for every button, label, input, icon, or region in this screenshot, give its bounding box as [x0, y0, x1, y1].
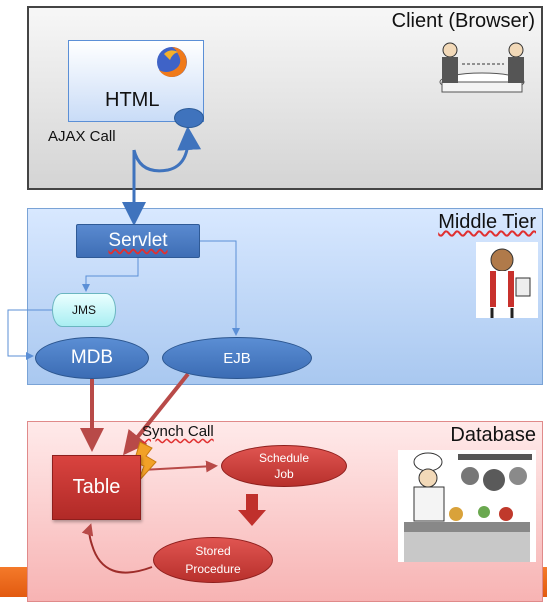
schedule-stored-arrow — [238, 494, 266, 526]
stored-procedure-line2: Procedure — [185, 562, 241, 576]
schedule-job-node: Schedule Job — [221, 445, 347, 487]
mdb-node: MDB — [35, 337, 149, 379]
servlet-label: Servlet — [108, 230, 168, 251]
firefox-icon — [157, 47, 187, 77]
ejb-table-arrow — [123, 372, 190, 456]
table-label: Table — [72, 476, 121, 498]
table-schedule-arrow — [141, 460, 218, 473]
ajax-curve-arrow — [132, 126, 202, 173]
database-tier-title: Database — [450, 424, 536, 446]
schedule-job-line1: Schedule — [258, 451, 310, 465]
chef-kitchen-icon — [398, 450, 536, 562]
ajax-endpoint-dot — [174, 108, 204, 128]
stored-procedure-node: Stored Procedure — [153, 537, 273, 583]
schedule-job-line2: Job — [274, 467, 294, 481]
jms-label: JMS — [72, 303, 96, 317]
jms-queue: JMS — [52, 293, 116, 327]
middle-tier-title: Middle Tier — [438, 211, 536, 233]
ejb-label: EJB — [223, 349, 251, 367]
ajax-call-label: AJAX Call — [48, 128, 116, 145]
mdb-label: MDB — [70, 347, 114, 368]
servlet-node: Servlet — [76, 224, 200, 258]
diners-at-table-icon — [439, 42, 525, 93]
waiter-icon — [476, 242, 538, 318]
client-tier-title: Client (Browser) — [391, 10, 535, 32]
html-node-label: HTML — [105, 89, 160, 111]
stored-table-arrow — [81, 523, 153, 574]
servlet-jms-arrow — [82, 258, 139, 292]
stored-procedure-line1: Stored — [195, 544, 231, 558]
ejb-node: EJB — [162, 337, 312, 379]
table-node: Table — [52, 455, 141, 520]
jms-mdb-arrow — [7, 309, 52, 360]
synch-call-label: Synch Call — [142, 423, 214, 440]
servlet-ejb-arrow — [200, 240, 240, 336]
